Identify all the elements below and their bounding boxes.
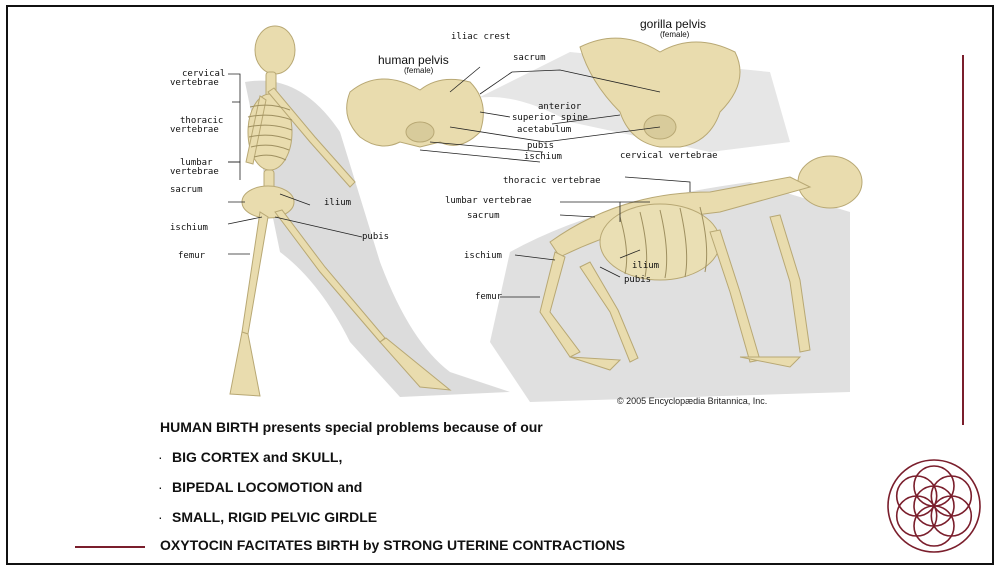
label-anterior: anterior [538, 103, 581, 112]
label-human-ilium: ilium [324, 199, 351, 208]
bullet-item: ·SMALL, RIGID PELVIC GIRDLE [158, 509, 377, 525]
bullet-text: BIG CORTEX and SKULL, [172, 449, 342, 465]
human-pelvis-drawing [347, 79, 484, 147]
intro-text: HUMAN BIRTH presents special problems be… [160, 419, 543, 435]
label-gorilla-sacrum: sacrum [467, 212, 500, 221]
label-human-cervical-vertebrae: vertebrae [170, 79, 219, 88]
bullet-item: ·BIG CORTEX and SKULL, [158, 449, 342, 465]
label-iliac-crest: iliac crest [451, 33, 511, 42]
bullet-dot: · [158, 449, 172, 465]
gorilla-pelvis-title: gorilla pelvis [640, 18, 706, 30]
label-acetabulum: acetabulum [517, 126, 571, 135]
bullet-dot: · [158, 509, 172, 525]
bullet-text: BIPEDAL LOCOMOTION and [172, 479, 362, 495]
label-gorilla-thoracic: thoracic vertebrae [503, 177, 601, 186]
conclusion-text: OXYTOCIN FACITATES BIRTH by STRONG UTERI… [160, 537, 625, 553]
accent-line-right [962, 55, 964, 425]
label-pelvis-ischium: ischium [524, 153, 562, 162]
human-pelvis-title: human pelvis [378, 54, 449, 66]
label-human-thoracic-vertebrae: vertebrae [170, 126, 219, 135]
label-gorilla-ilium: ilium [632, 262, 659, 271]
label-pelvis-sacrum: sacrum [513, 54, 546, 63]
bullet-dot: · [158, 479, 172, 495]
copyright-notice: © 2005 Encyclopædia Britannica, Inc. [617, 396, 767, 406]
skeleton-illustration [150, 12, 900, 412]
bullet-item: ·BIPEDAL LOCOMOTION and [158, 479, 362, 495]
label-gorilla-lumbar: lumbar vertebrae [445, 197, 532, 206]
label-superior-spine: superior spine [512, 114, 588, 123]
bullet-text: SMALL, RIGID PELVIC GIRDLE [172, 509, 377, 525]
label-human-lumbar-vertebrae: vertebrae [170, 168, 219, 177]
accent-line-left [75, 546, 145, 548]
label-human-ischium: ischium [170, 224, 208, 233]
label-gorilla-cervical: cervical vertebrae [620, 152, 718, 161]
human-pelvis-subtitle: (female) [404, 67, 433, 75]
label-gorilla-ischium: ischium [464, 252, 502, 261]
label-gorilla-femur: femur [475, 293, 502, 302]
label-human-sacrum: sacrum [170, 186, 203, 195]
flower-of-life-logo [886, 458, 982, 554]
label-human-pubis: pubis [362, 233, 389, 242]
gorilla-pelvis-subtitle: (female) [660, 31, 689, 39]
label-pelvis-pubis: pubis [527, 142, 554, 151]
label-gorilla-pubis: pubis [624, 276, 651, 285]
label-human-femur: femur [178, 252, 205, 261]
